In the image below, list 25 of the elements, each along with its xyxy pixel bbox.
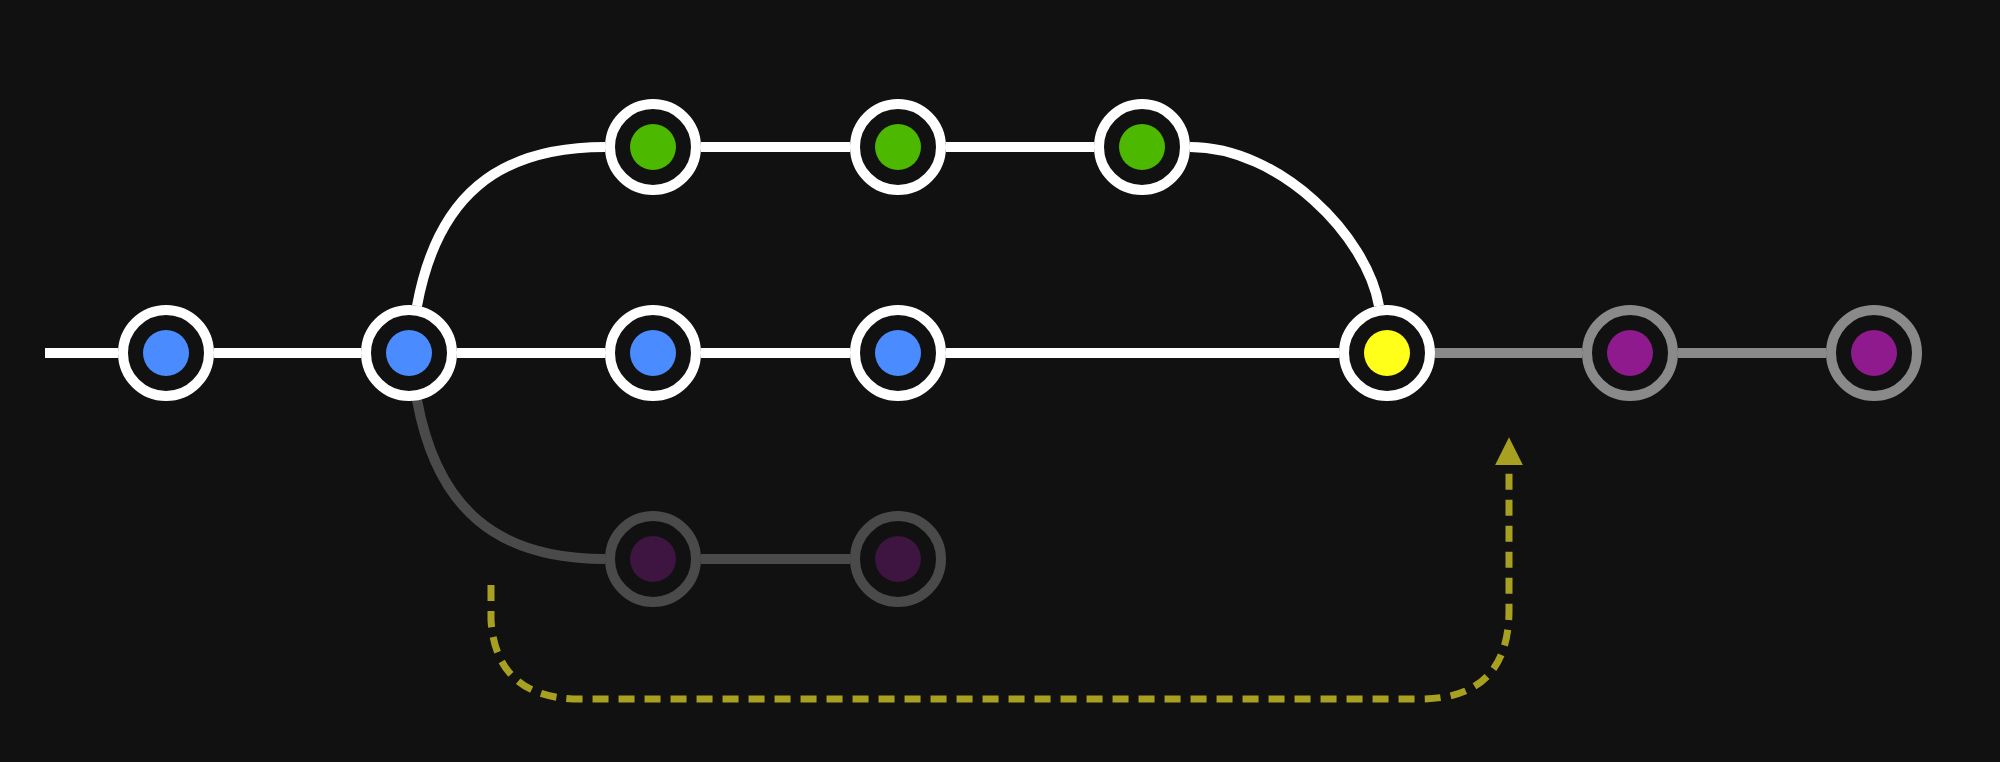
commit-circle xyxy=(850,305,946,401)
connector-line xyxy=(946,142,1094,152)
connector-line xyxy=(946,348,1339,358)
commit-circle xyxy=(605,305,701,401)
connector-line xyxy=(412,142,606,308)
connector-line xyxy=(1678,348,1826,358)
connector-line xyxy=(1435,348,1582,358)
commit-circle xyxy=(361,305,457,401)
commit-circle xyxy=(850,99,946,195)
commit-circle xyxy=(1582,305,1678,401)
commit-circle xyxy=(118,305,214,401)
commit-circle xyxy=(1094,99,1190,195)
commit-circle xyxy=(605,511,701,607)
connector-line xyxy=(457,348,605,358)
connector-line xyxy=(214,348,361,358)
connector-line xyxy=(701,554,850,564)
commit-circle xyxy=(605,99,701,195)
connector-line xyxy=(701,348,850,358)
connector-line xyxy=(412,398,606,564)
commit-circle xyxy=(850,511,946,607)
connector-line xyxy=(45,348,118,358)
connector-line xyxy=(1189,142,1384,308)
commit-circle xyxy=(1339,305,1435,401)
commit-circle xyxy=(1826,305,1922,401)
connector-line xyxy=(701,142,850,152)
